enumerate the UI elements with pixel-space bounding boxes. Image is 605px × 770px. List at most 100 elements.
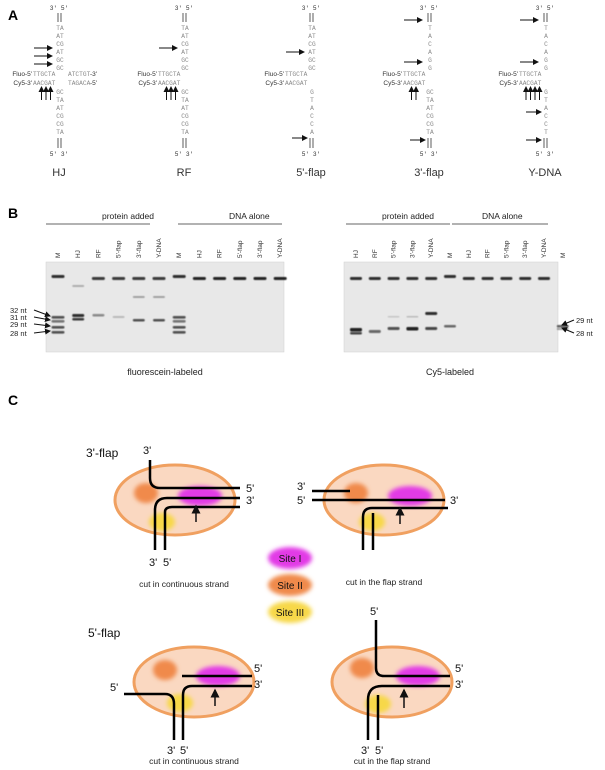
gel-band (519, 277, 532, 280)
seq-up: T (544, 25, 548, 32)
gel-band (132, 296, 145, 298)
lane-label: RF (372, 249, 379, 258)
gel-band (51, 331, 65, 334)
marker-arrow (33, 316, 51, 323)
seq-down: CG (426, 121, 434, 128)
lane-label: Y-DNA (428, 238, 435, 258)
seq-up: AT (308, 49, 316, 56)
seq-down: AT (181, 105, 189, 112)
right-gel-caption: Cy5-labeled (426, 367, 474, 377)
gel-band (387, 327, 400, 330)
c-diagram-3flap-continuous: 3' 5' 3' 3' 5' cut in continuous strand (113, 445, 254, 589)
seq-down: CG (181, 121, 189, 128)
structure-1: 3' 5'TAATCGATGCGCFluo-5'Cy5-3'TTGCTAAACG… (137, 5, 193, 179)
c4-end-top: 5' (370, 606, 378, 618)
marker-arrow (561, 319, 575, 326)
lane-label: 3'-flap (409, 240, 416, 258)
seq-up: G (544, 65, 548, 72)
seq-down: T (310, 97, 314, 104)
gel-band (51, 326, 65, 329)
gel-band (51, 275, 65, 278)
seq-up: AT (308, 33, 316, 40)
seq-left-bot: AACGAT (403, 80, 426, 87)
seq-down: GC (426, 89, 434, 96)
seq-down: TA (56, 97, 64, 104)
gel-band (273, 277, 287, 280)
marker-arrow (33, 309, 51, 318)
gel-band (425, 327, 438, 330)
structure-4: 3' 5'TACAGGFluo-5'Cy5-3'TTGCTAAACGATGTAC… (498, 5, 562, 179)
panel-a-structures: 3' 5'TAATCGATGCGCFluo-5'Cy5-3'TTGCTAAACG… (12, 5, 562, 179)
gel-band (172, 275, 186, 278)
size-marker: 31 nt (10, 313, 28, 322)
seq-down: G (544, 89, 548, 96)
seq-down: A (310, 129, 314, 136)
gel-band (72, 318, 85, 321)
structure-2: 3' 5'TAATCGATGCGCFluo-5'Cy5-3'TTGCTAAACG… (264, 5, 325, 179)
right-gel-header-protein: protein added (382, 211, 434, 221)
c1-end-b2: 5' (163, 557, 171, 569)
gel-band (444, 325, 456, 328)
gel-band (538, 277, 550, 280)
seq-up: A (544, 33, 548, 40)
gel-band (153, 296, 165, 298)
lane-label: Y-DNA (156, 238, 163, 258)
seq-down: A (544, 105, 548, 112)
seq-up: CG (308, 41, 316, 48)
c3-end-r2: 3' (254, 679, 262, 691)
right-end-bot: -5' (90, 80, 97, 87)
lane-label: 5'-flap (237, 240, 244, 258)
gel-band (153, 319, 165, 322)
seq-left-top: TTGCTA (33, 71, 56, 78)
bottom-end-label: 5' 3' (536, 151, 555, 158)
gel-band (462, 277, 475, 280)
lane-label: RF (95, 249, 102, 258)
panel-a-letter: A (8, 7, 18, 23)
panel-c-letter: C (8, 392, 18, 408)
c2-caption: cut in the flap strand (346, 577, 423, 587)
c3-end-b2: 5' (180, 745, 188, 757)
top-end-label: 3' 5' (536, 5, 555, 12)
gel-band (556, 325, 569, 328)
seq-up: G (428, 57, 432, 64)
gel-band (387, 277, 400, 280)
c4-caption: cut in the flap strand (354, 756, 431, 766)
lane-label: HJ (466, 250, 473, 258)
site-ii-swatch (268, 574, 312, 596)
lane-label: HJ (196, 250, 203, 258)
seq-down: T (544, 97, 548, 104)
gel-band (51, 316, 65, 319)
seq-up: A (428, 49, 432, 56)
site-iii-swatch (268, 601, 312, 623)
site-i-label: Site I (279, 554, 302, 565)
seq-up: AT (56, 49, 64, 56)
gel-band (253, 277, 267, 280)
left-gel-bands (51, 275, 287, 334)
c2-end-r: 3' (450, 495, 458, 507)
seq-down: G (310, 89, 314, 96)
top-end-label: 3' 5' (302, 5, 321, 12)
lane-label: HJ (353, 250, 360, 258)
seq-down: C (544, 121, 548, 128)
bottom-end-label: 5' 3' (420, 151, 439, 158)
c3-end-r1: 5' (254, 663, 262, 675)
left-gel-header-protein: protein added (102, 211, 154, 221)
left-gel (45, 261, 285, 353)
gel-band (213, 277, 227, 280)
c1-end-b1: 3' (149, 557, 157, 569)
size-marker: 28 nt (576, 329, 594, 338)
lane-label: Y-DNA (541, 238, 548, 258)
seq-left-top: TTGCTA (403, 71, 426, 78)
gel-band (406, 277, 419, 280)
seq-down: C (310, 121, 314, 128)
gel-band (92, 314, 105, 317)
structure-3: 3' 5'TACAGGFluo-5'Cy5-3'TTGCTAAACGATGCTA… (382, 5, 443, 179)
panel-b-letter: B (8, 205, 18, 221)
c4-end-r2: 3' (455, 679, 463, 691)
gel-band (350, 277, 362, 280)
structure-name: 5'-flap (296, 167, 326, 179)
seq-up: TA (308, 25, 316, 32)
gel-band (350, 328, 362, 332)
